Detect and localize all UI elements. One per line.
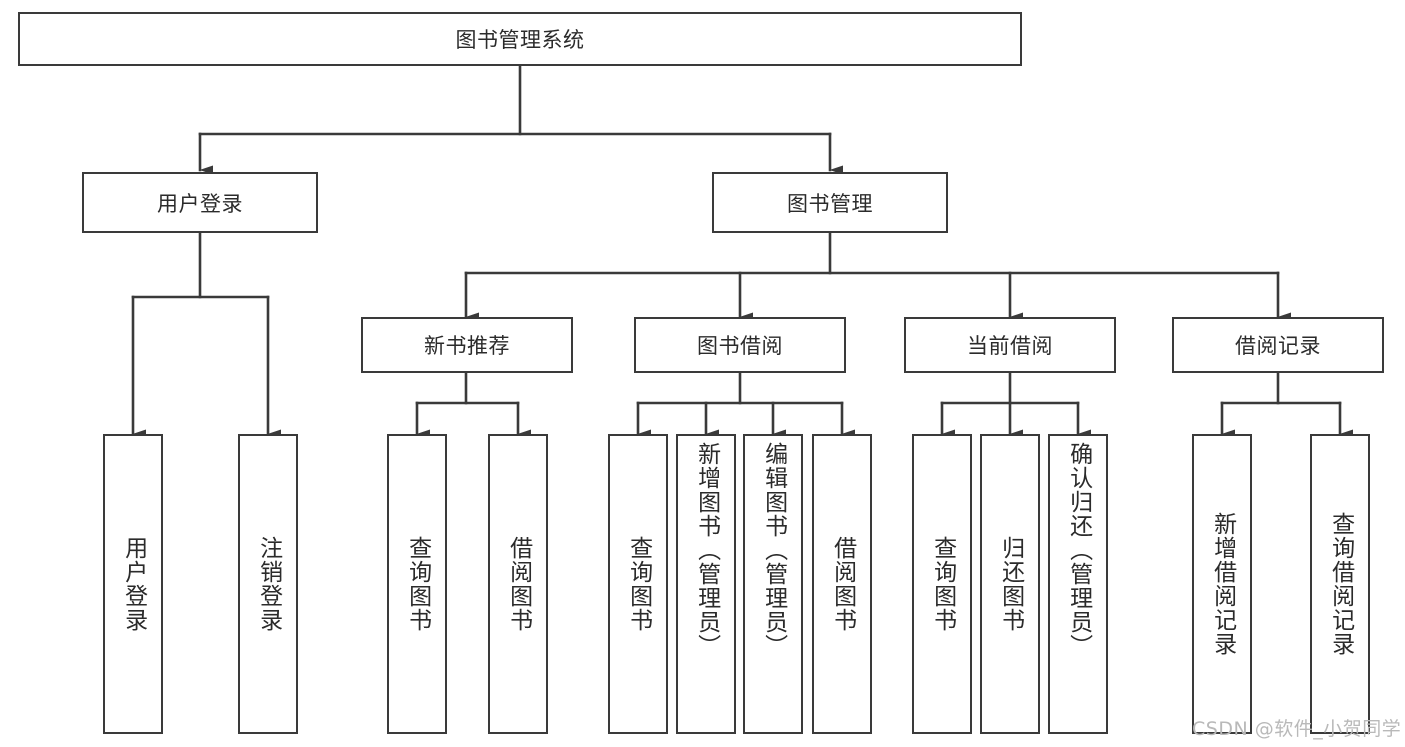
node-label: 当前借阅: [967, 334, 1053, 358]
node-label: 借阅记录: [1235, 334, 1321, 358]
node-label: 查询图书: [625, 536, 652, 632]
leaf-book-borrow-borrow[interactable]: 借阅图书: [812, 434, 872, 734]
node-current-borrow[interactable]: 当前借阅: [904, 317, 1116, 373]
node-label: 确认归还（管理员）: [1065, 442, 1092, 658]
node-label: 新增图书（管理员）: [693, 442, 720, 658]
node-label: 注销登录: [255, 536, 282, 632]
node-label: 编辑图书（管理员）: [760, 442, 787, 658]
node-label: 图书借阅: [697, 334, 783, 358]
node-borrow-record[interactable]: 借阅记录: [1172, 317, 1384, 373]
leaf-book-borrow-add[interactable]: 新增图书（管理员）: [676, 434, 736, 734]
leaf-current-borrow-return[interactable]: 归还图书: [980, 434, 1040, 734]
node-label: 新书推荐: [424, 334, 510, 358]
leaf-user-login-logout[interactable]: 注销登录: [238, 434, 298, 734]
leaf-book-borrow-query[interactable]: 查询图书: [608, 434, 668, 734]
node-root-system[interactable]: 图书管理系统: [18, 12, 1022, 66]
node-label: 图书管理系统: [455, 28, 585, 52]
node-label: 查询图书: [929, 536, 956, 632]
node-label: 查询图书: [404, 536, 431, 632]
node-label: 用户登录: [157, 191, 243, 216]
leaf-borrow-record-query[interactable]: 查询借阅记录: [1310, 434, 1370, 734]
node-label: 图书管理: [787, 191, 873, 216]
node-user-login[interactable]: 用户登录: [82, 172, 318, 233]
node-label: 查询借阅记录: [1327, 512, 1354, 656]
node-book-borrow[interactable]: 图书借阅: [634, 317, 846, 373]
leaf-current-borrow-query[interactable]: 查询图书: [912, 434, 972, 734]
node-label: 新增借阅记录: [1209, 512, 1236, 656]
node-label: 用户登录: [120, 536, 147, 632]
leaf-new-book-borrow[interactable]: 借阅图书: [488, 434, 548, 734]
leaf-borrow-record-add[interactable]: 新增借阅记录: [1192, 434, 1252, 734]
node-label: 借阅图书: [829, 536, 856, 632]
leaf-user-login-login[interactable]: 用户登录: [103, 434, 163, 734]
node-label: 借阅图书: [505, 536, 532, 632]
node-label: 归还图书: [997, 536, 1024, 632]
node-book-management[interactable]: 图书管理: [712, 172, 948, 233]
csdn-watermark: CSDN @软件_小贺同学: [1192, 718, 1402, 740]
leaf-book-borrow-edit[interactable]: 编辑图书（管理员）: [743, 434, 803, 734]
leaf-current-borrow-confirm-return[interactable]: 确认归还（管理员）: [1048, 434, 1108, 734]
node-new-book-recommend[interactable]: 新书推荐: [361, 317, 573, 373]
leaf-new-book-query[interactable]: 查询图书: [387, 434, 447, 734]
